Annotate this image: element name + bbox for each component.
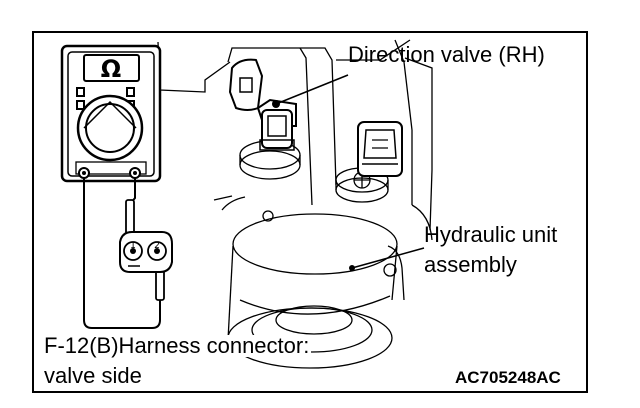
ohmmeter-icon xyxy=(60,44,162,183)
direction-valve-connector xyxy=(228,58,297,151)
figure-frame xyxy=(32,31,588,393)
harness-connector-label-line1: F-12(B)Harness connector: xyxy=(44,333,312,358)
hydraulic-unit-label-line1: Hydraulic unit xyxy=(424,222,558,247)
hydraulic-unit-label-line2: assembly xyxy=(424,252,517,277)
ohm-symbol: Ω xyxy=(101,55,121,83)
direction-valve-label: Direction valve (RH) xyxy=(348,42,545,67)
direction-valve-leader xyxy=(275,74,349,105)
connector-pin-1: 1 xyxy=(130,241,136,251)
second-valve-connector xyxy=(357,121,403,177)
hydraulic-unit-leader xyxy=(349,247,425,271)
hydraulic-unit-illustration xyxy=(157,39,433,369)
figure-code: AC705248AC xyxy=(455,368,561,387)
harness-connector-label-line2: valve side xyxy=(44,363,142,388)
connector-pin-2: 2 xyxy=(154,241,160,251)
harness-connector-icon xyxy=(119,231,173,273)
